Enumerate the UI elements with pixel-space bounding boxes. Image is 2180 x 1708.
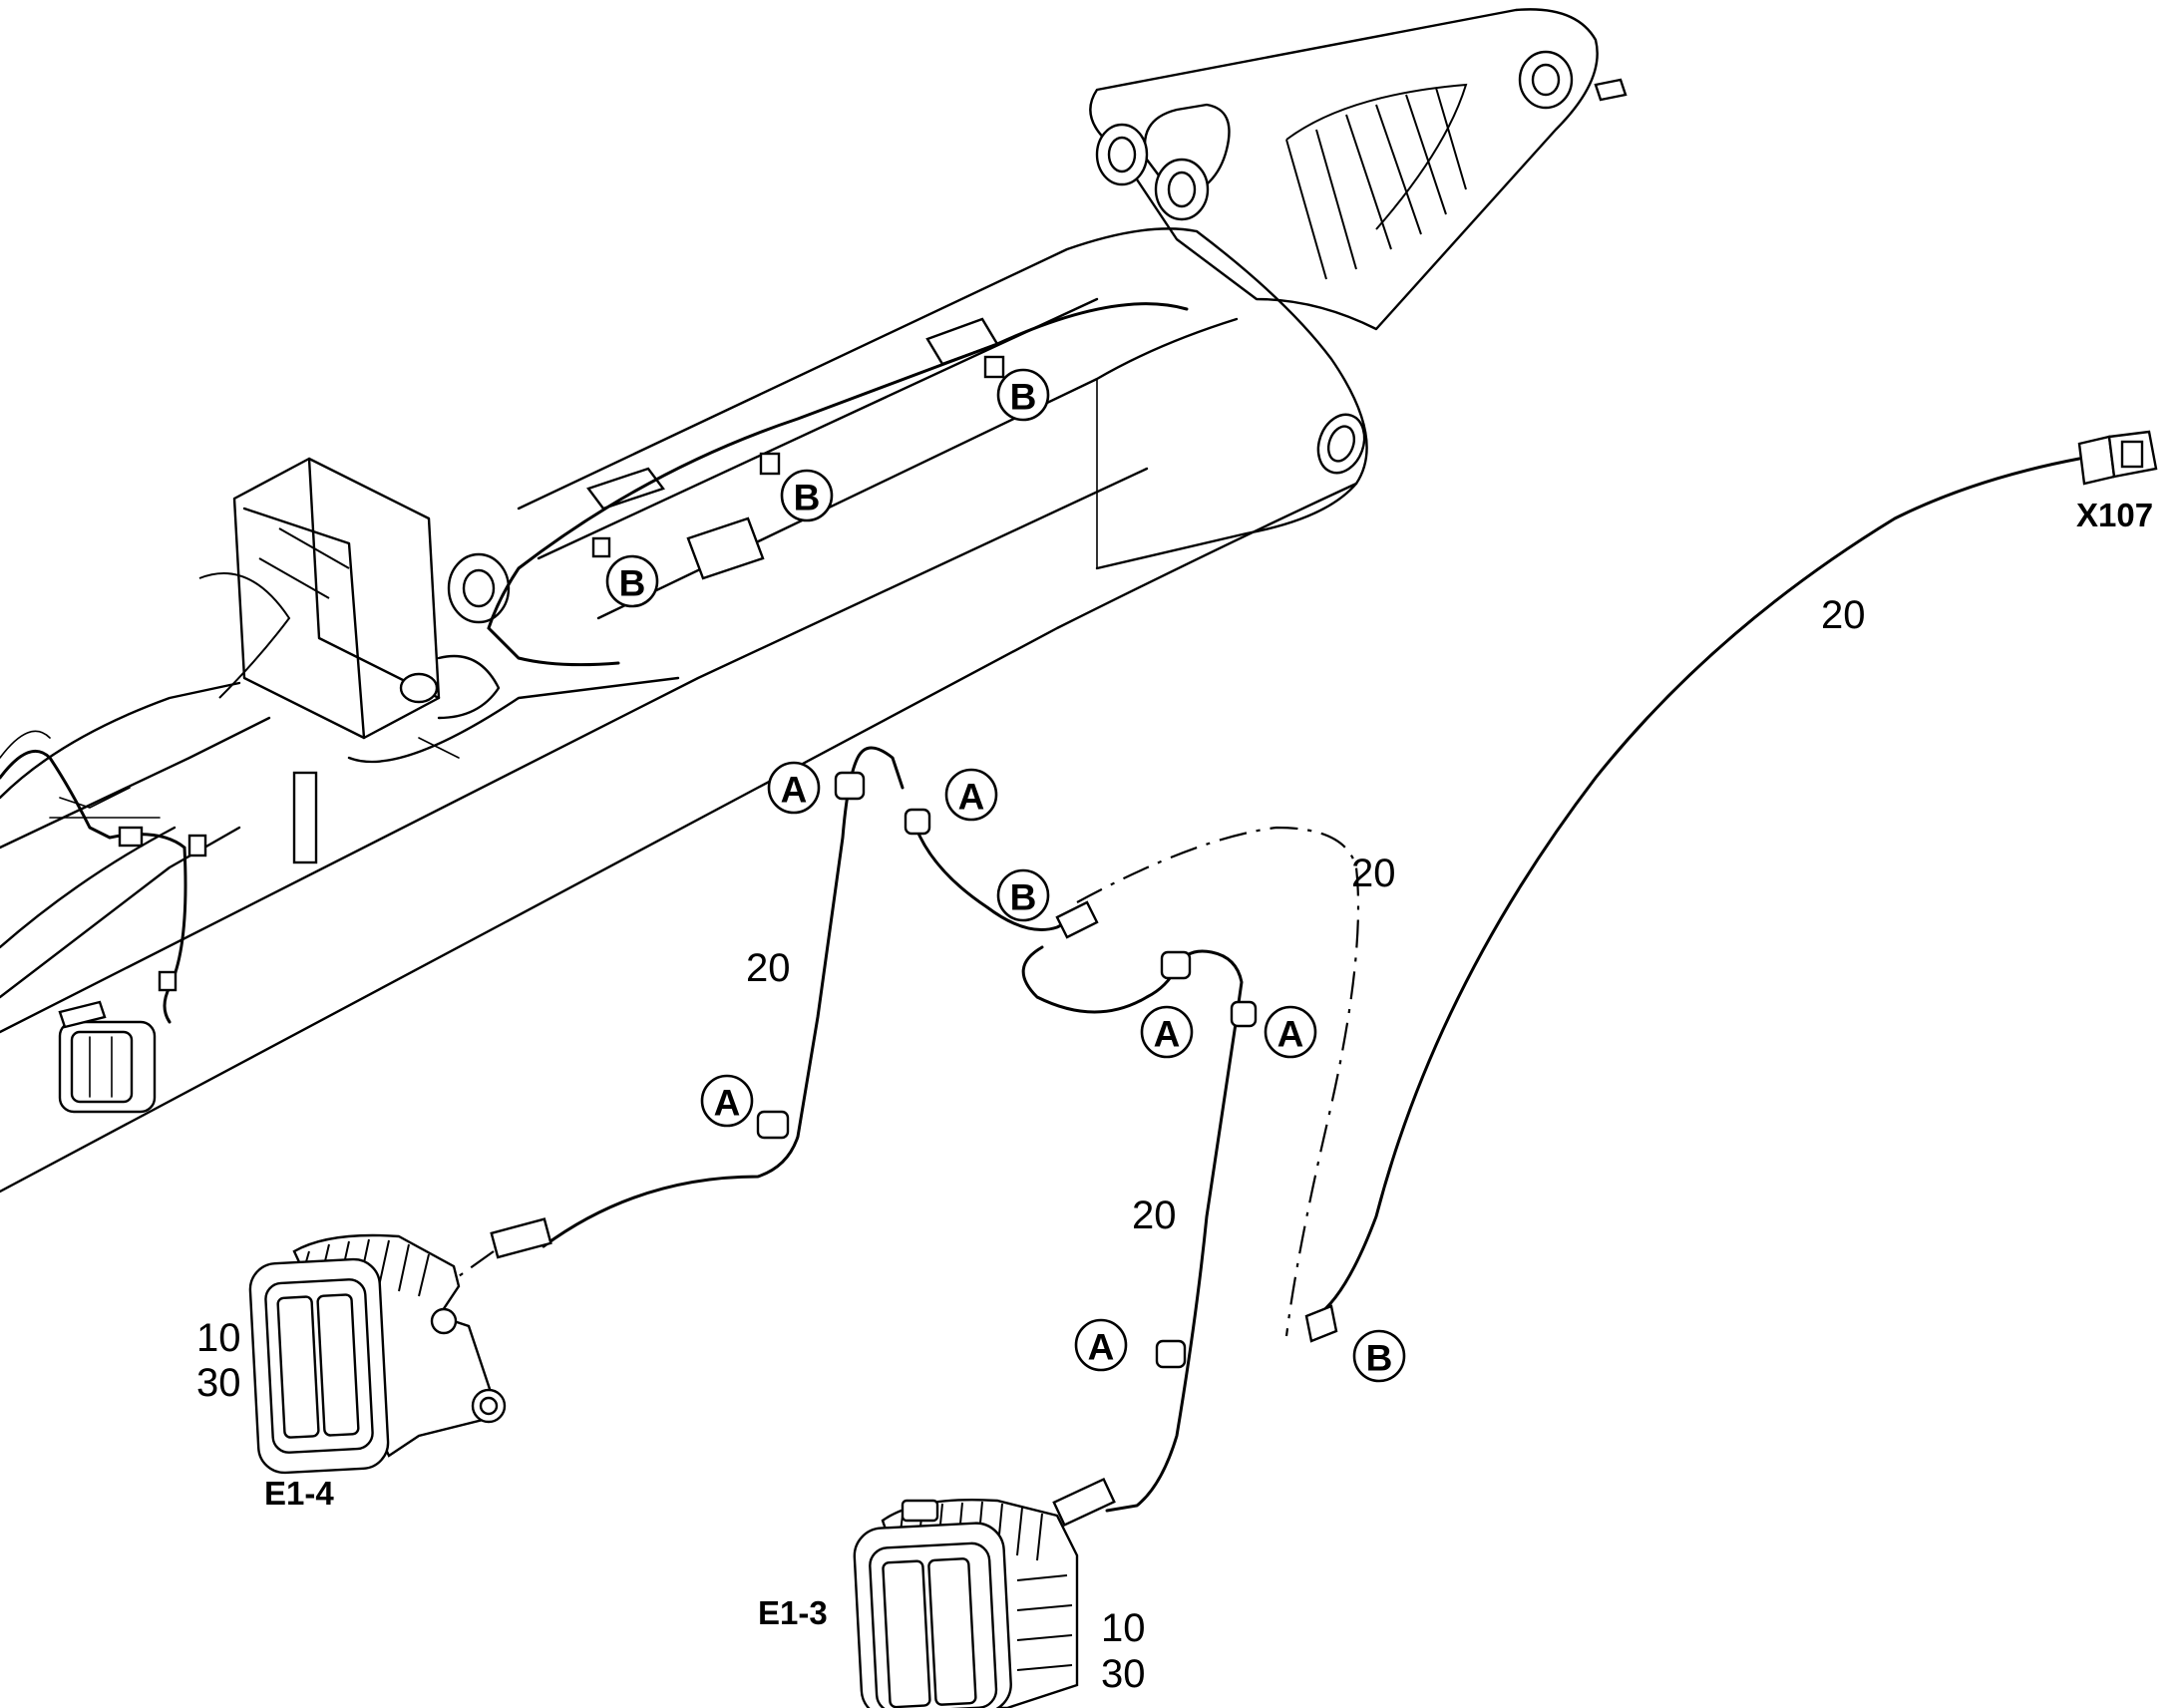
callout-a5-label: A xyxy=(714,1083,741,1124)
qty-lamp-e1-3-top: 10 xyxy=(1101,1606,1146,1650)
qty-cable-right: 20 xyxy=(1132,1194,1177,1237)
callout-a1: A xyxy=(767,761,821,815)
qty-cable-dashed: 20 xyxy=(1351,852,1396,895)
callout-a6-label: A xyxy=(1088,1327,1115,1368)
callout-boom-b1: B xyxy=(996,368,1050,422)
qty-cable-left: 20 xyxy=(746,946,791,990)
qty-lamp-e1-3-bottom: 30 xyxy=(1101,1652,1146,1696)
callout-b-low-label: B xyxy=(1366,1338,1393,1379)
callout-b-mid-label: B xyxy=(1010,877,1037,918)
callout-a4: A xyxy=(1264,1005,1317,1059)
boom-harness xyxy=(0,78,1628,1024)
dashed-cable-route xyxy=(1076,826,1360,1337)
cable-e1-4 xyxy=(458,746,1338,1528)
callout-b-mid: B xyxy=(996,868,1050,922)
qty-lamp-e1-4-top: 10 xyxy=(196,1316,241,1360)
callout-a2-label: A xyxy=(958,777,985,818)
cable-x107 xyxy=(1314,430,2158,1318)
callout-a3: A xyxy=(1140,1005,1194,1059)
ref-lamp-e1-3: E1-3 xyxy=(758,1594,828,1631)
callout-boom-b2-label: B xyxy=(794,478,821,518)
callout-a5: A xyxy=(700,1074,754,1128)
lamp-e1-4 xyxy=(248,1233,507,1475)
callout-a2: A xyxy=(944,768,998,822)
boom-structure xyxy=(0,8,1599,1194)
callout-boom-b3: B xyxy=(605,554,659,608)
qty-cable-x107: 20 xyxy=(1821,593,1866,637)
callout-b-low: B xyxy=(1352,1329,1406,1383)
connector-x107 xyxy=(2077,430,2158,486)
callout-boom-b1-label: B xyxy=(1010,377,1037,418)
ref-lamp-e1-4: E1-4 xyxy=(264,1475,334,1512)
lamp-e1-3 xyxy=(853,1498,1079,1708)
callout-a6: A xyxy=(1074,1318,1128,1372)
callout-a3-label: A xyxy=(1154,1014,1181,1055)
callout-a4-label: A xyxy=(1277,1014,1304,1055)
qty-lamp-e1-4-bottom: 30 xyxy=(196,1361,241,1405)
callout-boom-b3-label: B xyxy=(619,563,646,604)
callout-boom-b2: B xyxy=(780,469,834,522)
callout-a1-label: A xyxy=(781,770,808,811)
ref-connector-x107: X107 xyxy=(2076,497,2153,533)
